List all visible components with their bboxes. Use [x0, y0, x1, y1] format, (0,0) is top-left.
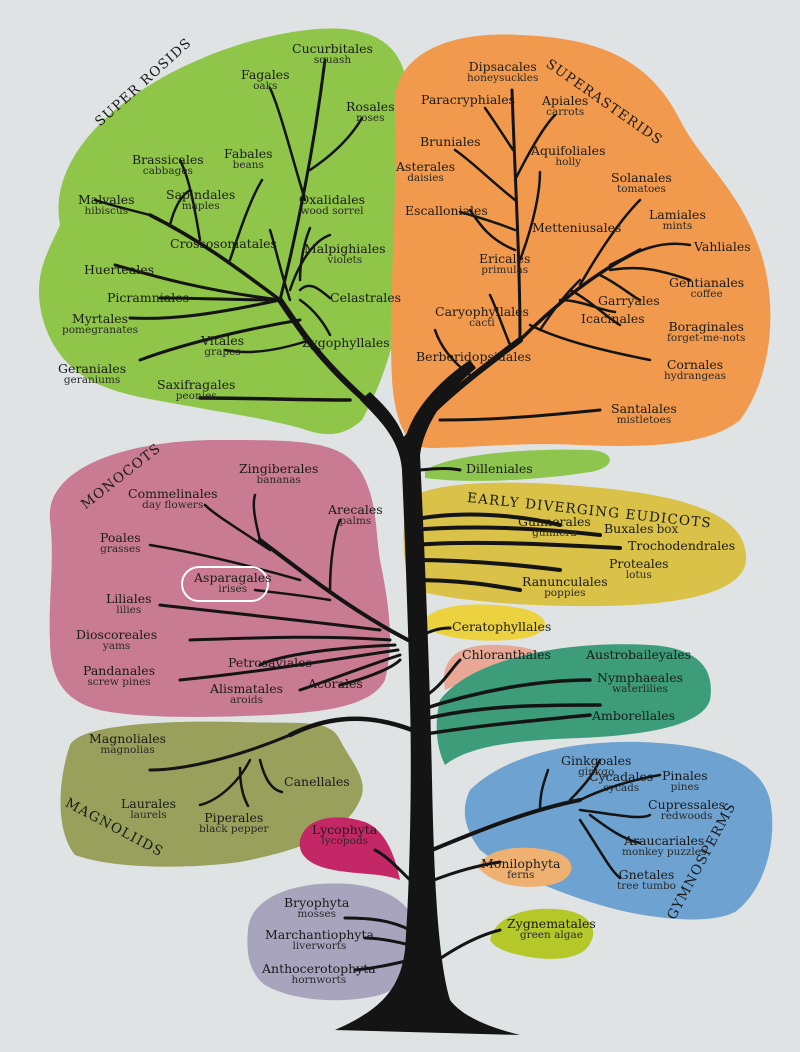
- taxon-vahliales: Vahliales: [694, 239, 751, 254]
- taxon-ceratophyllales: Ceratophyllales: [452, 619, 552, 634]
- branches: [93, 58, 692, 972]
- taxon-austrobaileyales: Austrobaileyales: [586, 647, 692, 662]
- taxon-canellales: Canellales: [284, 774, 350, 789]
- taxon-berberidopsidales: Berberidopsidales: [416, 349, 532, 364]
- bryophytes-region: [247, 883, 419, 1001]
- taxon-paracryphiales: Paracryphiales: [421, 92, 516, 107]
- taxon-picramniales: Picramniales: [107, 290, 190, 305]
- ceratophyllales-region: [420, 604, 546, 641]
- taxon-trochodendrales: Trochodendrales: [628, 538, 736, 553]
- taxon-bruniales: Bruniales: [420, 134, 481, 149]
- zygnematales-region: [490, 908, 594, 959]
- taxon-acorales: Acorales: [308, 676, 363, 691]
- asparagales-highlight-ring: [181, 566, 269, 602]
- superasterids-region: [391, 34, 771, 449]
- lycophyta-region: [299, 817, 400, 880]
- taxon-dilleniales: Dilleniales: [466, 461, 533, 476]
- taxon-escalloniales: Escalloniales: [405, 203, 488, 218]
- magnoliids-region: [60, 721, 363, 867]
- taxon-amborellales: Amborellales: [592, 708, 676, 723]
- taxon-huerteales: Huerteales: [84, 262, 155, 277]
- taxon-crossosomatales: Crossosomatales: [170, 236, 277, 251]
- taxon-icacinales: Icacinales: [581, 311, 645, 326]
- trunk: [335, 360, 520, 1035]
- taxon-zygophyllales: Zygophyllales: [302, 335, 390, 350]
- taxon-celastrales: Celastrales: [330, 290, 402, 305]
- monocots-region: [49, 440, 390, 717]
- dilleniales-region: [425, 449, 610, 481]
- taxon-chloranthales: Chloranthales: [462, 647, 551, 662]
- monilophyta-region: [478, 847, 572, 887]
- taxon-metteniusales: Metteniusales: [532, 220, 622, 235]
- taxon-garryales: Garryales: [598, 293, 660, 308]
- taxon-petrosaviales: Petrosaviales: [228, 655, 312, 670]
